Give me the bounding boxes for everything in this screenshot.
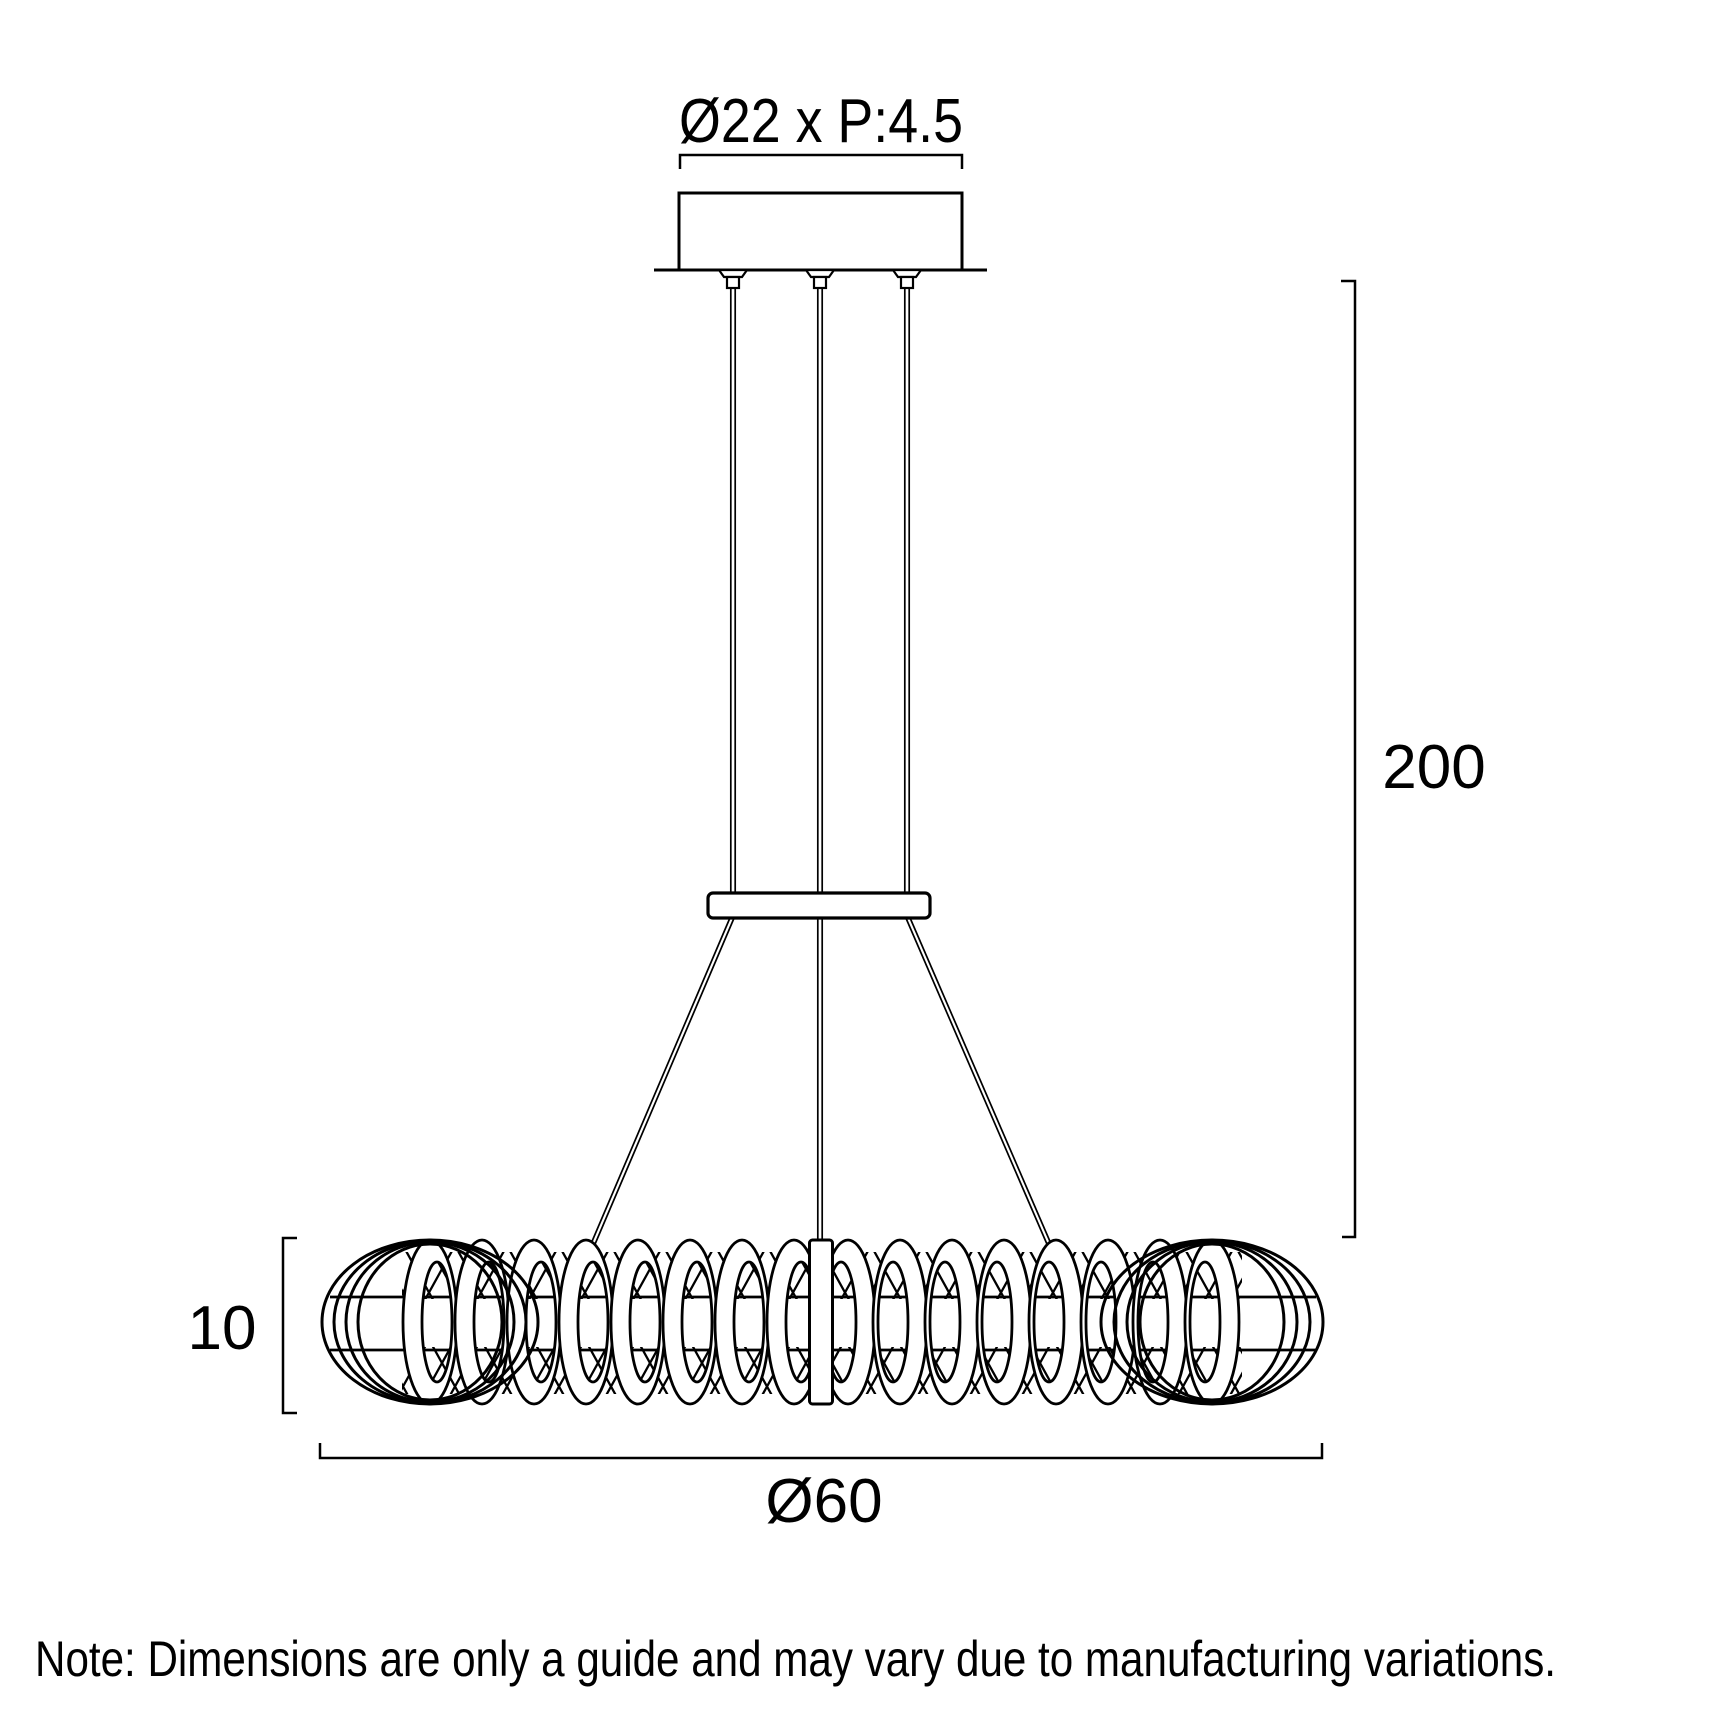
suspension-cables-lower <box>590 917 1052 1245</box>
pendant-ring-fixture <box>320 1238 1325 1406</box>
ceiling-canopy <box>677 191 964 272</box>
ring-diameter-label: Ø60 <box>765 1467 882 1536</box>
cable-gripper-right <box>890 268 924 290</box>
end-cap-left <box>320 1238 540 1406</box>
ring-element <box>871 1238 929 1406</box>
ring-element <box>401 1238 459 1406</box>
drop-height-label: 200 <box>1382 733 1485 802</box>
cable-gripper-center <box>803 268 837 290</box>
drop-height-dimension-line <box>1341 279 1357 1239</box>
ring-height-label: 10 <box>188 1294 257 1363</box>
canopy-dimension-label: Ø22 x P:4.5 <box>679 87 963 156</box>
ring-element <box>661 1238 719 1406</box>
ring-element <box>1027 1238 1085 1406</box>
center-disc <box>808 1238 834 1406</box>
connector-bar <box>706 891 932 920</box>
ring-element <box>713 1238 771 1406</box>
ring-height-dimension-line <box>281 1236 297 1415</box>
ring-element <box>609 1238 667 1406</box>
ring-element <box>1183 1238 1241 1406</box>
suspension-cables-upper <box>729 288 911 893</box>
end-cap-right <box>1099 1238 1325 1406</box>
ring-element <box>557 1238 615 1406</box>
canopy-dimension-line <box>678 153 964 169</box>
ring-element <box>923 1238 981 1406</box>
cable-gripper-left <box>716 268 750 290</box>
note-text: Note: Dimensions are only a guide and ma… <box>35 1631 1556 1687</box>
ring-diameter-dimension-line <box>318 1443 1324 1460</box>
ring-element <box>975 1238 1033 1406</box>
